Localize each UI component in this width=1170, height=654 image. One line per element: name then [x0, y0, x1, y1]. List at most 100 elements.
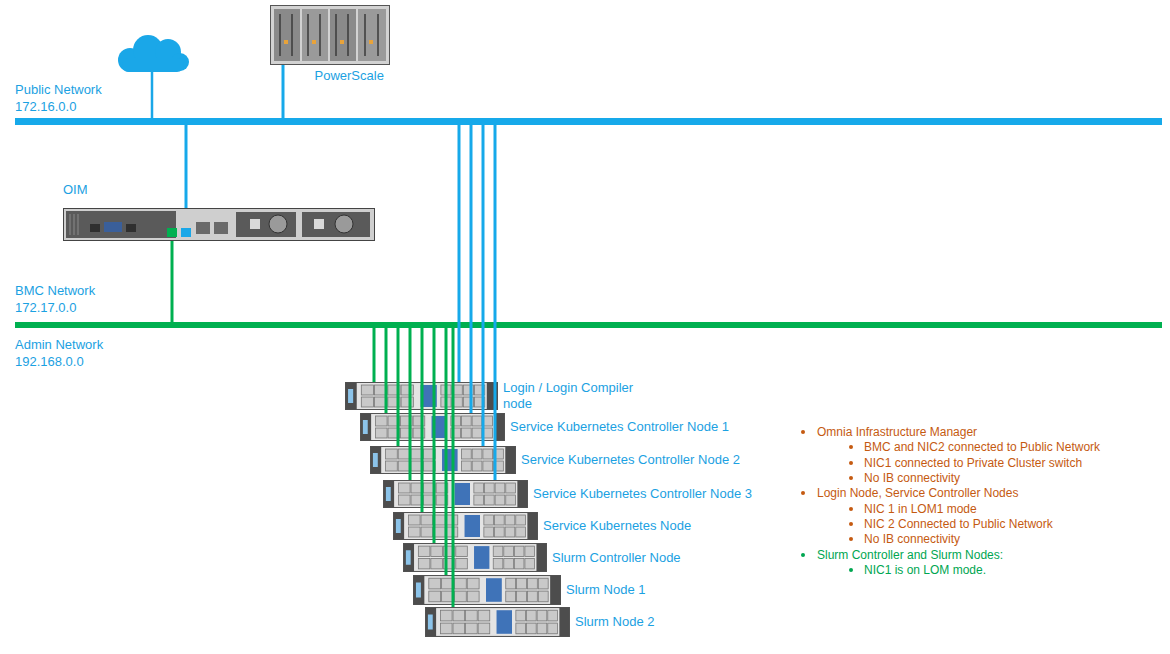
- network-link: [171, 241, 174, 322]
- node-label: Public Network: [15, 82, 102, 98]
- node-label: Service Kubernetes Node: [543, 518, 691, 534]
- server-node: Slurm Controller Node: [403, 543, 547, 572]
- server-node: Service Kubernetes Controller Node 2: [370, 446, 516, 474]
- bullet: [849, 568, 853, 572]
- note-text: NIC 1 in LOM1 mode: [864, 502, 977, 517]
- text-holder: 192.168.0.0: [15, 354, 84, 370]
- server-node: Login / Login Compiler node: [345, 382, 498, 410]
- module-slats: [280, 14, 378, 56]
- port: [90, 224, 100, 232]
- bullet: [849, 522, 853, 526]
- note-text: Login Node, Service Controller Nodes: [817, 486, 1018, 501]
- led: [340, 40, 344, 44]
- slat: [307, 14, 309, 56]
- node-label: OIM: [63, 182, 88, 198]
- slat: [279, 14, 281, 56]
- text-holder: NIC 1 in LOM1 mode: [864, 502, 977, 517]
- network-link: [397, 328, 400, 446]
- text-holder: Slurm Node 2: [575, 614, 654, 630]
- network-link: [373, 328, 376, 382]
- bullet: [849, 537, 853, 541]
- node-label: 172.17.0.0: [15, 300, 76, 316]
- storage-module: [358, 9, 386, 61]
- network-link: [409, 328, 412, 480]
- oim-chassis: [64, 209, 375, 241]
- server-chassis: [425, 608, 569, 637]
- server-node: Slurm Node 2: [425, 607, 570, 637]
- node-label: Service Kubernetes Controller Node 2: [521, 452, 740, 468]
- text-holder: BMC Network: [15, 283, 95, 299]
- server-node: Service Kubernetes Controller Node 1: [360, 413, 505, 441]
- vent: [78, 214, 79, 235]
- io-panel: [66, 211, 176, 238]
- network-link: [282, 65, 285, 118]
- port: [104, 222, 122, 232]
- text-holder: Slurm Controller and Slurm Nodes:: [817, 548, 1003, 563]
- node-label: Slurm Controller Node: [552, 550, 681, 566]
- network-link: [452, 328, 455, 607]
- bullet: [801, 430, 805, 434]
- text-holder: No IB connectivity: [864, 532, 960, 547]
- slat: [335, 14, 337, 56]
- led: [312, 40, 316, 44]
- node-label: Service Kubernetes Controller Node 1: [510, 419, 729, 435]
- psu: [302, 212, 370, 237]
- port: [196, 222, 210, 234]
- node-label: Admin Network: [15, 337, 103, 353]
- text-holder: 172.16.0.0: [15, 99, 76, 115]
- server-chassis: [393, 513, 537, 540]
- bullet: [849, 445, 853, 449]
- node-label: Slurm Node 2: [575, 614, 654, 630]
- network-link: [185, 125, 188, 208]
- note-text: NIC1 connected to Private Cluster switch: [864, 456, 1082, 471]
- network-link: [494, 125, 497, 480]
- network-link: [458, 125, 461, 382]
- note-text: BMC and NIC2 connected to Public Network: [864, 440, 1100, 455]
- text-holder: Slurm Controller Node: [552, 550, 681, 566]
- cloud-icon: [118, 35, 189, 72]
- cloud-part: [122, 58, 184, 72]
- slat: [347, 14, 349, 56]
- server-node: Slurm Node 1: [413, 575, 561, 605]
- server-chassis: [370, 447, 515, 474]
- server-node: Service Kubernetes Controller Node 3: [383, 480, 528, 508]
- status-leds: [284, 40, 373, 44]
- slat: [319, 14, 321, 56]
- nic-port: [181, 228, 191, 237]
- text-holder: Login Node, Service Controller Nodes: [817, 486, 1018, 501]
- node-label: 192.168.0.0: [15, 354, 84, 370]
- server-chassis: [383, 481, 527, 508]
- network-link: [470, 125, 473, 413]
- text-holder: NIC1 is on LOM mode.: [864, 563, 986, 578]
- slat: [364, 14, 366, 56]
- slat: [291, 14, 293, 56]
- bullet: [801, 491, 805, 495]
- bullet: [849, 461, 853, 465]
- network-bar: BMC Network172.17.0.0Admin Network192.16…: [15, 322, 1162, 328]
- node-label: Login / Login Compiler node: [503, 380, 653, 412]
- storage-module: [302, 9, 328, 61]
- port: [126, 224, 136, 232]
- server-chassis: [403, 544, 546, 572]
- slat: [377, 14, 379, 56]
- storage-module: [330, 9, 356, 61]
- fan: [269, 215, 287, 233]
- server-node: Service Kubernetes Node: [393, 512, 538, 540]
- note-text: No IB connectivity: [864, 532, 960, 547]
- storage-module: [274, 9, 300, 61]
- node-label: Service Kubernetes Controller Node 3: [533, 486, 752, 502]
- note-text: Slurm Controller and Slurm Nodes:: [817, 548, 1003, 563]
- vent-lines: [70, 214, 78, 235]
- storage-node: PowerScale: [270, 5, 390, 65]
- power-socket: [250, 219, 260, 229]
- text-holder: Login / Login Compiler node: [503, 380, 653, 412]
- network-link: [433, 328, 436, 543]
- powerscale-chassis: [271, 6, 390, 65]
- text-holder: NIC1 connected to Private Cluster switch: [864, 456, 1082, 471]
- bullet: [801, 553, 805, 557]
- manager-node: OIM: [63, 208, 375, 241]
- network-link: [385, 328, 388, 413]
- note-text: NIC1 is on LOM mode.: [864, 563, 986, 578]
- port: [214, 222, 228, 234]
- chassis-body: [271, 6, 390, 65]
